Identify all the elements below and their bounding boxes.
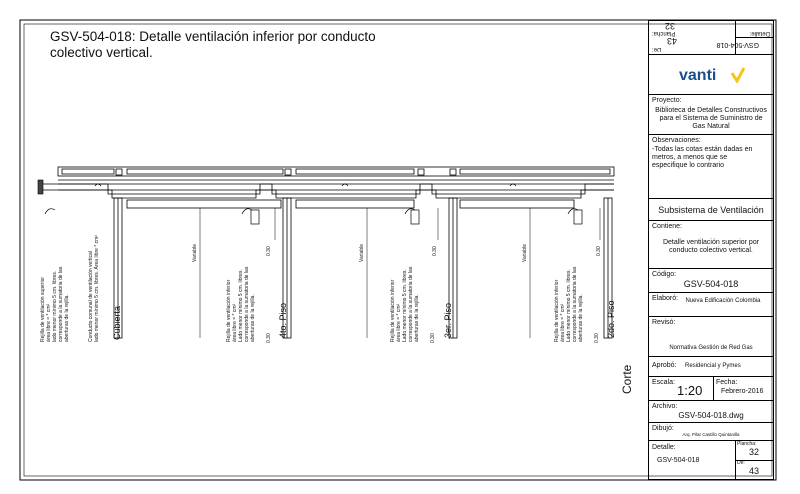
tb-contiene: Contiene: Detalle ventilación superior p…: [649, 221, 773, 269]
dim-variable-2: Variable: [359, 244, 365, 262]
tb-codigo: Código: GSV-504-018: [649, 269, 773, 293]
drawing-title: GSV-504-018: Detalle ventilación inferio…: [50, 29, 410, 61]
tb-proyecto: Proyecto: Biblioteca de Detalles Constru…: [649, 95, 773, 135]
tb-bottom: Detalle: GSV-504-018 Plancha: 32 De: 43: [649, 441, 773, 479]
note-lower-grille-2: Rejilla de ventilación inferior área lib…: [390, 266, 420, 342]
tb-dibujo: Dibujó: Arq. Pilar Castillo Quintanilla: [649, 423, 773, 441]
brand-check-icon: [731, 67, 745, 83]
tb-archivo: Archivo: GSV-504-018.dwg: [649, 401, 773, 423]
slab-top: [57, 166, 615, 191]
tb-subsistema: Subsistema de Ventilación: [649, 199, 773, 221]
brand-logo: vanti: [679, 67, 717, 84]
dim-variable-3: Variable: [522, 244, 528, 262]
end-cap: [37, 179, 44, 195]
grille-symbols: [44, 183, 583, 225]
section-label: Corte: [620, 364, 634, 394]
duct-lines: [43, 183, 614, 199]
title-block: De: 43 Plancha: 32 Detalle: GSV-504-018 …: [648, 20, 774, 480]
dim-030-2: 0.30: [432, 246, 438, 256]
dim-030-4: 0.30: [266, 333, 272, 343]
tb-top-header: De: 43 Plancha: 32 Detalle: GSV-504-018: [649, 21, 773, 55]
tb-reviso: Revisó: Normativa Gestión de Red Gas: [649, 317, 773, 357]
note-conduct: Conducto comunal de ventilación vertical…: [88, 235, 100, 342]
tb-aprobo: Aprobó: Residencial y Pymes: [649, 357, 773, 377]
floor-label-2do: 2do. Piso: [606, 300, 616, 338]
tb-logo: vanti: [649, 55, 773, 95]
tb-observaciones: Observaciones: -Todas las cotas están da…: [649, 135, 773, 199]
tb-escala-fecha: Escala: 1:20 Fecha: Febrero-2016: [649, 377, 773, 401]
dim-030-5: 0.30: [430, 333, 436, 343]
note-lower-grille-3: Rejilla de ventilación inferior área lib…: [554, 266, 584, 342]
note-lower-grille-1: Rejilla de ventilación inferior área lib…: [226, 266, 256, 342]
dim-030-1: 0.30: [266, 246, 272, 256]
note-upper-grille: Rejilla de ventilación superior área lib…: [40, 266, 70, 342]
dim-030-3: 0.30: [596, 246, 602, 256]
drawing-title-line2: colectivo vertical.: [50, 45, 153, 60]
dimension-lines: [199, 208, 601, 338]
floor-label-cubierta: Cubierta: [112, 305, 122, 340]
dim-030-6: 0.30: [594, 333, 600, 343]
dim-variable-1: Variable: [192, 244, 198, 262]
tb-elaboro: Elaboró: Nueva Edificación Colombia: [649, 293, 773, 317]
floor-label-4to: 4to. Piso: [278, 302, 288, 338]
walls: [113, 197, 613, 339]
drawing-title-line1: GSV-504-018: Detalle ventilación inferio…: [50, 29, 376, 44]
floor-label-3er: 3er. Piso: [443, 302, 453, 338]
